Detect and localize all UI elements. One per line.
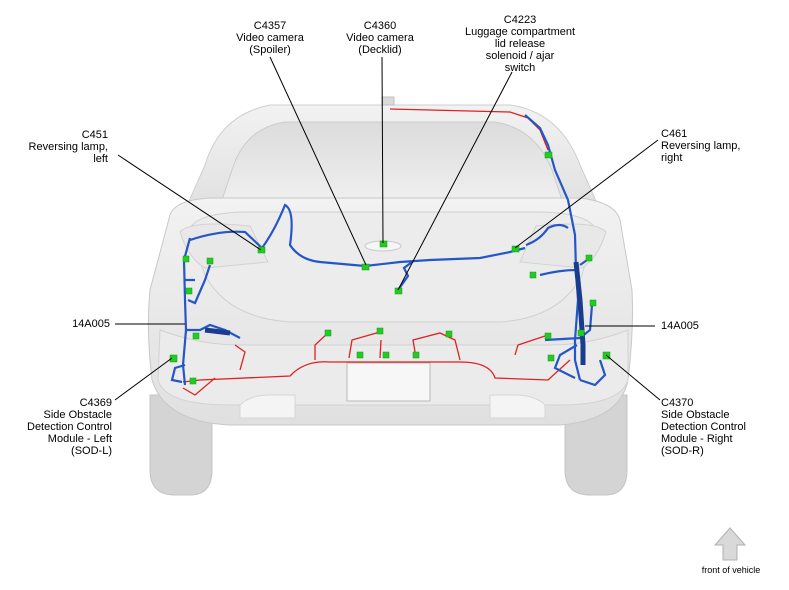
label-c4369-line1: Side Obstacle (43, 409, 112, 421)
label-c4223-line3: solenoid / ajar (485, 50, 555, 62)
label-c4370-line3: Module - Right (661, 433, 733, 445)
label-c451: C451 Reversing lamp, left (0, 129, 108, 165)
label-c461-line1: Reversing lamp, (661, 140, 741, 152)
label-c4223-line2: lid release (494, 38, 546, 50)
label-c451-id: C451 (81, 129, 108, 141)
label-c461-id: C461 (661, 128, 688, 140)
label-c461: C461 Reversing lamp, right (661, 128, 771, 164)
label-14a005-left-id: 14A005 (72, 318, 110, 330)
blue-wiring (170, 114, 607, 387)
leader-lines (114, 56, 661, 401)
red-wiring (182, 108, 571, 396)
label-c4360-line2: (Decklid) (358, 44, 402, 56)
label-c4369-line4: (SOD-L) (71, 445, 112, 457)
label-c451-line2: left (93, 153, 108, 165)
label-c4357-id: C4357 (253, 20, 287, 32)
label-c4357-line2: (Spoiler) (249, 44, 291, 56)
label-c4370: C4370 Side Obstacle Detection Control Mo… (661, 397, 781, 457)
connectors (169, 151, 611, 385)
label-c4360-id: C4360 (363, 20, 397, 32)
car-body (147, 96, 633, 496)
label-c4369-line3: Module - Left (47, 433, 112, 445)
label-c4370-line4: (SOD-R) (661, 445, 704, 457)
label-c4360-line1: Video camera (346, 32, 414, 44)
label-c451-line1: Reversing lamp, (28, 141, 108, 153)
blue-wiring-thick (204, 261, 586, 365)
label-c4369-line2: Detection Control (27, 421, 112, 433)
label-14a005-right: 14A005 (661, 320, 731, 332)
label-c4223-id: C4223 (503, 14, 537, 26)
label-c4223-line4: switch (504, 62, 536, 74)
up-arrow-icon (713, 527, 747, 561)
label-c4370-line2: Detection Control (661, 421, 746, 433)
label-c4369-id: C4369 (79, 397, 112, 409)
label-c4223: C4223 Luggage compartment lid release so… (455, 14, 585, 74)
label-14a005-right-id: 14A005 (661, 320, 699, 332)
label-14a005-left: 14A005 (40, 318, 110, 330)
label-c4357: C4357 Video camera (Spoiler) (225, 20, 315, 56)
label-c4370-line1: Side Obstacle (661, 409, 730, 421)
label-c4369: C4369 Side Obstacle Detection Control Mo… (0, 397, 112, 457)
label-c4223-line1: Luggage compartment (464, 26, 576, 38)
front-of-vehicle-label: front of vehicle (701, 565, 761, 575)
label-c4360: C4360 Video camera (Decklid) (335, 20, 425, 56)
label-c4370-id: C4370 (661, 397, 694, 409)
label-c461-line2: right (661, 152, 683, 164)
label-c4357-line1: Video camera (236, 32, 304, 44)
